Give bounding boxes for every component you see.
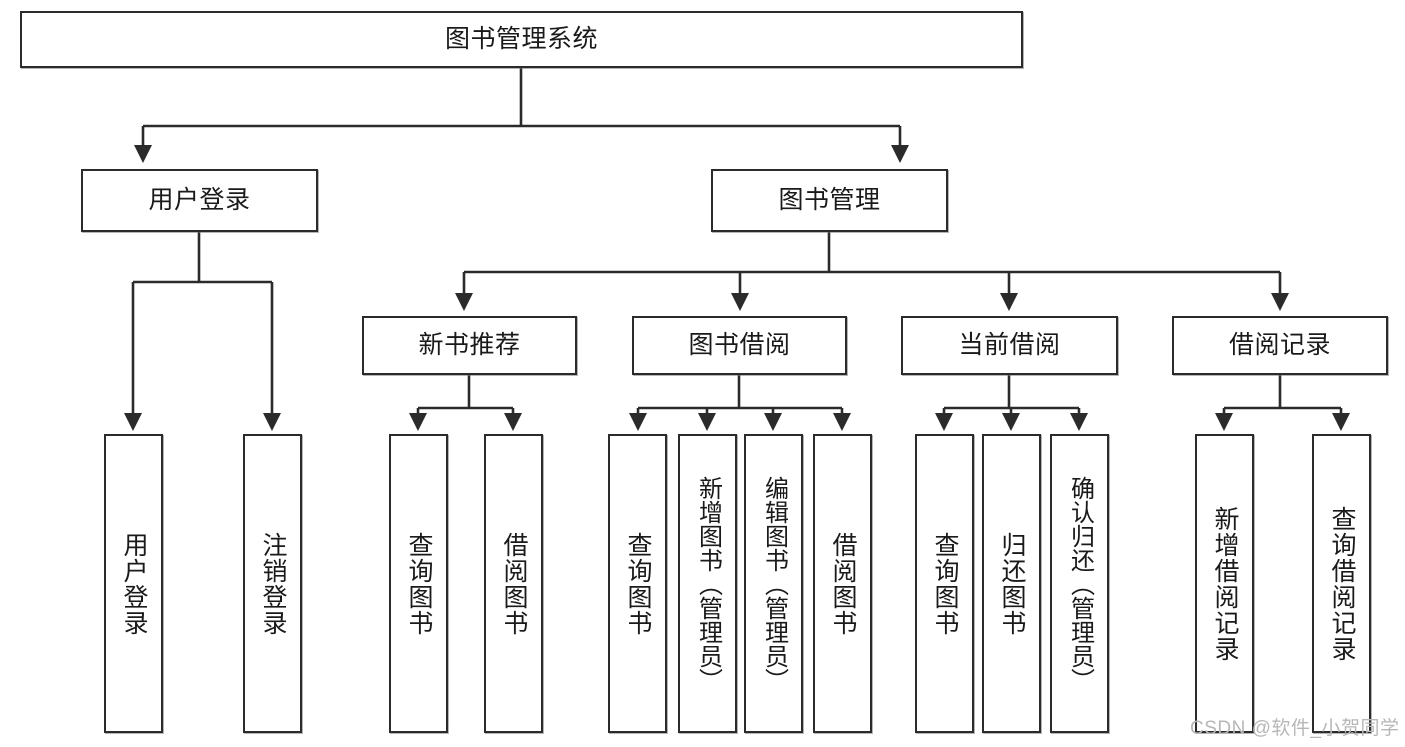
node-label: 新增图书（管理员） <box>694 475 722 692</box>
node-label: 图书借阅 <box>688 331 791 359</box>
node-leaf-logout[interactable]: 注销登录 <box>243 434 302 733</box>
node-user-login[interactable]: 用户登录 <box>81 169 318 232</box>
node-label: 新增借阅记录 <box>1211 505 1239 662</box>
watermark: CSDN @软件_小贺同学 <box>1190 718 1400 739</box>
node-leaf-borrow-book[interactable]: 借阅图书 <box>813 434 872 733</box>
node-label: 图书管理 <box>778 186 881 214</box>
node-leaf-confirm-return-admin[interactable]: 确认归还（管理员） <box>1050 434 1109 733</box>
node-leaf-query-borrow-record[interactable]: 查询借阅记录 <box>1312 434 1371 733</box>
node-label: 归还图书 <box>998 531 1026 636</box>
node-root-system[interactable]: 图书管理系统 <box>20 11 1023 68</box>
node-label: 用户登录 <box>120 531 148 636</box>
node-leaf-edit-book-admin[interactable]: 编辑图书（管理员） <box>744 434 803 733</box>
node-label: 借阅记录 <box>1228 331 1331 359</box>
node-label: 编辑图书（管理员） <box>760 475 788 692</box>
node-leaf-return-book[interactable]: 归还图书 <box>982 434 1041 733</box>
node-current-borrow[interactable]: 当前借阅 <box>901 316 1118 375</box>
node-label: 用户登录 <box>148 186 251 214</box>
node-book-borrow[interactable]: 图书借阅 <box>632 316 847 375</box>
node-label: 新书推荐 <box>418 331 521 359</box>
node-leaf-query-book-borrow[interactable]: 查询图书 <box>608 434 667 733</box>
node-label: 借阅图书 <box>829 531 857 636</box>
node-label: 查询图书 <box>931 531 959 636</box>
node-leaf-query-book-current[interactable]: 查询图书 <box>915 434 974 733</box>
node-label: 注销登录 <box>259 531 287 636</box>
node-leaf-user-login[interactable]: 用户登录 <box>104 434 163 733</box>
node-label: 借阅图书 <box>500 531 528 636</box>
node-leaf-add-book-admin[interactable]: 新增图书（管理员） <box>678 434 737 733</box>
node-label: 图书管理系统 <box>444 25 598 53</box>
node-borrow-record[interactable]: 借阅记录 <box>1172 316 1388 375</box>
node-label: 查询借阅记录 <box>1328 505 1356 662</box>
node-label: 查询图书 <box>405 531 433 636</box>
node-label: 当前借阅 <box>958 331 1061 359</box>
node-leaf-query-book-recommend[interactable]: 查询图书 <box>389 434 448 733</box>
node-label: 确认归还（管理员） <box>1066 475 1094 692</box>
node-new-book-recommend[interactable]: 新书推荐 <box>362 316 577 375</box>
node-label: 查询图书 <box>624 531 652 636</box>
node-book-management[interactable]: 图书管理 <box>711 169 948 232</box>
node-leaf-borrow-book-recommend[interactable]: 借阅图书 <box>484 434 543 733</box>
node-leaf-add-borrow-record[interactable]: 新增借阅记录 <box>1195 434 1254 733</box>
